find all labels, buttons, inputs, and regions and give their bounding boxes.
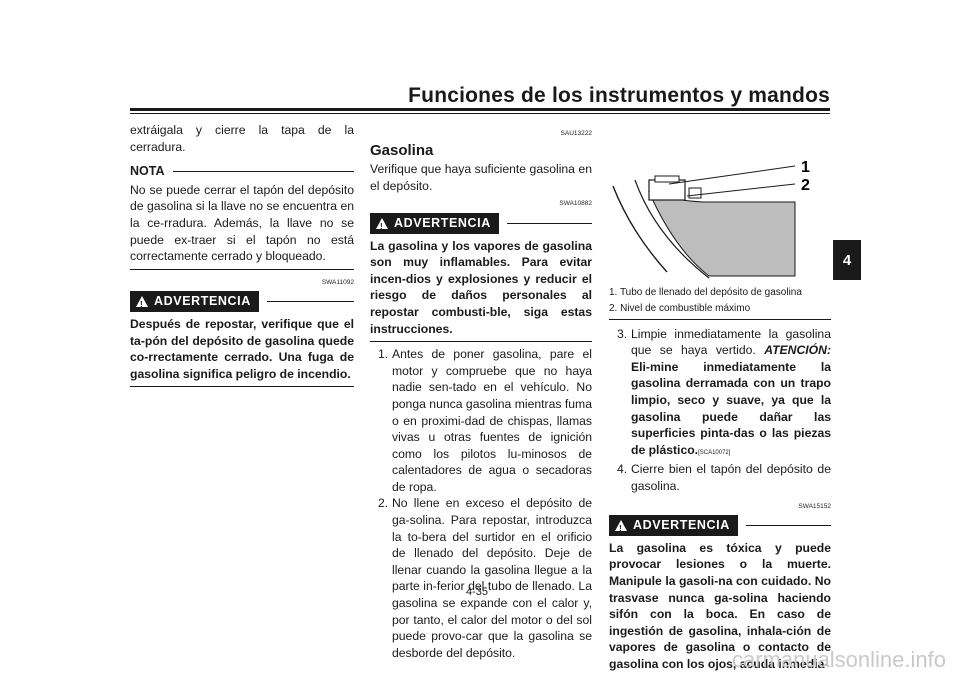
fuel-level-area <box>648 191 796 277</box>
fuel-steps-list-cont: 3. Limpie inmediatamente la gasolina que… <box>609 326 831 495</box>
warning-rule <box>506 222 592 224</box>
page-header-title: Funciones de los instrumentos y mandos <box>408 84 830 107</box>
list-item: 3. Limpie inmediatamente la gasolina que… <box>609 326 831 462</box>
callout-line-2 <box>686 183 796 197</box>
figure-caption-2: 2. Nivel de combustible máximo <box>609 302 751 314</box>
atencion-text: Eli-mine inmediatamente la gasolina derr… <box>631 359 831 457</box>
warning-heading: ! ADVERTENCIA <box>609 515 831 536</box>
left-intro: extráigala y cierre la tapa de la cerrad… <box>130 123 354 154</box>
warning-triangle-icon: ! <box>136 296 148 309</box>
warning-code: SWA10882 <box>559 200 592 208</box>
warning-rule <box>745 524 831 526</box>
step-number: 3. <box>617 326 628 341</box>
step-text: Limpie inmediatamente la gasolina que se… <box>631 326 831 358</box>
warning-triangle-icon: ! <box>615 519 627 533</box>
warning-label: ADVERTENCIA <box>154 294 251 309</box>
step-number: 2. <box>378 496 389 511</box>
tank-edge-inner <box>634 179 710 279</box>
figure-caption-1: 1. Tubo de llenado del depósito de gasol… <box>609 286 802 298</box>
step-text: Cierre bien el tapón del depósito de gas… <box>631 462 831 493</box>
warning-heading: ! ADVERTENCIA <box>130 291 354 312</box>
nota-end-rule <box>130 268 354 270</box>
tank-edge-left <box>612 185 668 273</box>
warning-badge: ! ADVERTENCIA <box>609 515 738 536</box>
nota-text: No se puede cerrar el tapón del depósito… <box>130 182 354 264</box>
nota-label: NOTA <box>130 164 165 179</box>
warning-heading: ! ADVERTENCIA <box>370 212 592 234</box>
left-column: extráigala y cierre la tapa de la cerrad… <box>130 122 354 388</box>
step-number: 1. <box>378 347 389 362</box>
filler-flap <box>688 187 702 199</box>
atencion-label: ATENCIÓN: <box>764 343 832 358</box>
filler-tube <box>648 179 686 201</box>
warning-end-rule <box>130 386 354 388</box>
fuel-steps-list: 1. Antes de poner gasolina, pare el moto… <box>370 346 592 661</box>
figure-label-1: 1 <box>801 159 810 176</box>
warning-text: Después de repostar, verifique que el ta… <box>130 316 354 381</box>
right-column: 1 2 1. Tubo de llenado del depósito de g… <box>609 140 831 672</box>
step-text: Antes de poner gasolina, pare el motor y… <box>392 347 592 494</box>
warning-text: La gasolina es tóxica y puede provocar l… <box>609 540 831 671</box>
list-item: 2. No llene en exceso el depósito de ga-… <box>370 495 592 661</box>
step-text: No llene en exceso el depósito de ga-sol… <box>392 496 592 660</box>
fuel-tank-figure: 1 2 <box>612 159 810 279</box>
warning-label: ADVERTENCIA <box>394 215 491 230</box>
section-intro: Verifique que haya suficiente gasolina e… <box>370 162 592 193</box>
step-number: 4. <box>617 462 628 477</box>
header-rule-thin <box>130 113 830 114</box>
warning-code: SWA11092 <box>321 278 354 286</box>
warning-label: ADVERTENCIA <box>633 518 730 533</box>
header-rule <box>130 108 830 111</box>
list-item: 1. Antes de poner gasolina, pare el moto… <box>370 346 592 495</box>
callout-line-1 <box>668 165 796 185</box>
warning-end-rule <box>370 341 592 343</box>
warning-text: La gasolina y los vapores de gasolina so… <box>370 238 592 336</box>
middle-column: SAU13222 Gasolina Verifique que haya suf… <box>370 126 592 661</box>
filler-neck <box>654 175 680 183</box>
section-code: SAU13222 <box>560 130 592 137</box>
nota-rule <box>172 170 354 172</box>
warning-badge: ! ADVERTENCIA <box>130 291 259 312</box>
list-item: 4. Cierre bien el tapón del depósito de … <box>609 461 831 494</box>
atencion-code: [SCA10072] <box>698 449 731 456</box>
figure-label-2: 2 <box>801 177 810 194</box>
watermark: carmanualsonline.info <box>731 647 946 672</box>
warning-rule <box>266 301 354 303</box>
warning-code: SWA15152 <box>798 502 831 510</box>
warning-triangle-icon: ! <box>376 217 388 231</box>
nota-heading: NOTA <box>130 163 354 180</box>
caption-rule <box>609 318 831 320</box>
page-number: 4-35 <box>466 586 489 598</box>
chapter-tab[interactable]: 4 <box>833 240 861 280</box>
section-title: Gasolina <box>370 141 434 159</box>
warning-badge: ! ADVERTENCIA <box>370 212 499 234</box>
